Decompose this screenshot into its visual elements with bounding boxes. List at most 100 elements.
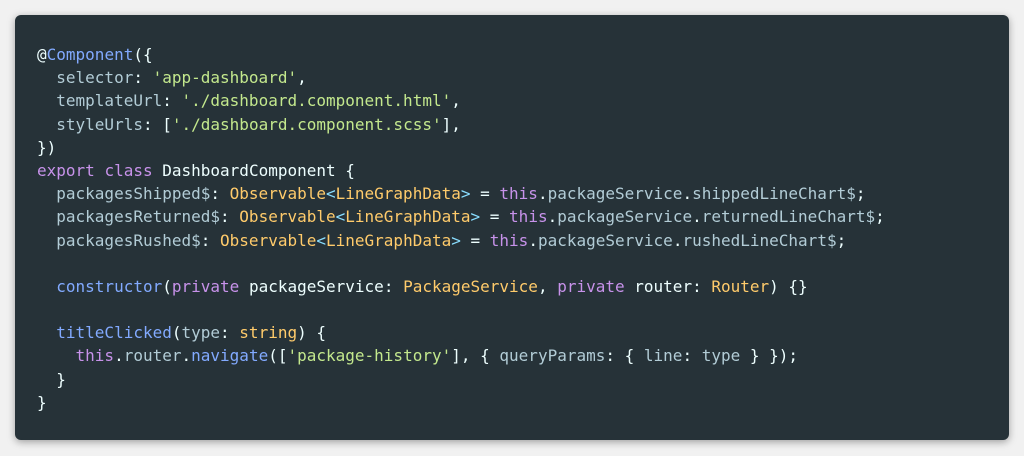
code-token: ,: [297, 68, 307, 88]
code-token: }: [37, 392, 47, 412]
code-token: navigate: [191, 346, 269, 366]
code-token: ) {}: [769, 276, 808, 296]
code-token: class: [104, 160, 153, 180]
code-block[interactable]: @Component({ selector: 'app-dashboard', …: [37, 43, 885, 414]
code-token: string: [239, 323, 298, 343]
code-token: ) {: [297, 323, 326, 343]
code-line: selector: 'app-dashboard',: [37, 66, 885, 89]
code-token: .: [528, 230, 538, 250]
code-token: queryParams: [499, 346, 606, 366]
code-token: :: [220, 207, 240, 227]
code-token: this: [499, 184, 538, 204]
code-token: './dashboard.component.scss': [171, 114, 442, 134]
code-token: 'app-dashboard': [152, 68, 298, 88]
code-token: :: [133, 68, 153, 88]
code-token: =: [460, 230, 490, 250]
code-token: packageService: [547, 184, 683, 204]
code-token: styleUrls: [37, 114, 143, 134]
code-token: titleClicked: [37, 323, 172, 343]
code-token: >: [451, 230, 461, 250]
code-line: templateUrl: './dashboard.component.html…: [37, 89, 885, 112]
code-token: ,: [451, 91, 461, 111]
code-line: export class DashboardComponent {: [37, 159, 885, 182]
code-token: : [: [142, 114, 172, 134]
code-token: selector: [37, 68, 134, 88]
code-token: >: [460, 184, 471, 204]
code-token: packageService: [248, 276, 384, 296]
code-line: }: [37, 391, 885, 414]
code-token: rushedLineChart$: [682, 230, 837, 250]
code-token: Observable: [220, 230, 317, 250]
code-token: router:: [624, 276, 712, 296]
code-token: ,: [537, 276, 558, 296]
code-token: (: [171, 323, 182, 343]
code-token: packageService: [557, 207, 693, 227]
code-token: LineGraphData: [335, 184, 461, 204]
code-token: PackageService: [403, 276, 538, 296]
code-token: :: [210, 184, 230, 204]
code-token: ;: [855, 184, 866, 204]
code-token: =: [480, 207, 510, 227]
code-token: ({: [133, 45, 153, 64]
code-token: Observable: [239, 207, 336, 227]
code-token: this: [509, 207, 548, 227]
code-token: type: [181, 323, 221, 343]
code-token: :: [682, 346, 702, 366]
code-token: :: [383, 276, 404, 296]
code-line: packagesShipped$: Observable<LineGraphDa…: [37, 182, 885, 205]
code-token: }: [37, 369, 66, 389]
code-editor-window: @Component({ selector: 'app-dashboard', …: [15, 15, 1009, 440]
code-token: private: [171, 276, 240, 296]
code-token: this: [489, 230, 529, 250]
code-token: shippedLineChart$: [692, 184, 856, 204]
code-token: LineGraphData: [326, 230, 452, 250]
code-token: .: [114, 346, 124, 366]
code-token: this: [37, 346, 115, 366]
code-line: }: [37, 368, 885, 391]
code-token: }): [37, 137, 57, 157]
code-token: [95, 161, 105, 180]
code-token: : {: [605, 346, 644, 366]
code-token: 'package-history': [287, 346, 452, 366]
code-token: './dashboard.component.html': [181, 91, 452, 111]
code-token: ],: [441, 114, 461, 134]
code-token: Observable: [229, 184, 326, 204]
code-token: router: [123, 346, 182, 366]
code-token: .: [537, 184, 548, 204]
code-token: [239, 277, 249, 296]
code-token: private: [557, 276, 625, 296]
code-token: =: [470, 184, 500, 204]
code-token: constructor: [37, 276, 163, 296]
code-token: ([: [268, 346, 288, 366]
code-token: ], {: [451, 346, 500, 366]
code-token: <: [335, 207, 346, 227]
code-token: .: [692, 207, 702, 227]
code-token: (: [162, 276, 172, 296]
code-line: packagesRushed$: Observable<LineGraphDat…: [37, 229, 885, 252]
code-line: }): [37, 136, 885, 159]
code-token: :: [162, 91, 182, 111]
code-token: <: [325, 184, 336, 204]
code-token: <: [316, 230, 326, 250]
code-line: @Component({: [37, 43, 885, 66]
code-line: constructor(private packageService: Pack…: [37, 275, 885, 298]
code-token: DashboardComponent {: [152, 160, 355, 180]
code-line: packagesReturned$: Observable<LineGraphD…: [37, 205, 884, 228]
code-token: Router: [711, 276, 770, 296]
code-token: :: [200, 230, 221, 250]
code-token: export: [37, 160, 95, 180]
code-token: line: [643, 346, 683, 366]
code-token: returnedLineChart$: [701, 207, 876, 227]
code-token: } });: [740, 346, 799, 366]
code-token: templateUrl: [37, 91, 163, 111]
code-line: [37, 298, 885, 321]
code-token: @: [37, 45, 47, 64]
code-line: styleUrls: ['./dashboard.component.scss'…: [37, 113, 885, 136]
code-token: .: [672, 230, 683, 250]
code-token: .: [547, 207, 558, 227]
code-line: titleClicked(type: string) {: [37, 321, 885, 344]
code-token: packagesShipped$: [37, 184, 211, 204]
code-token: ;: [836, 230, 847, 250]
code-token: :: [220, 323, 240, 343]
code-line: [37, 252, 885, 275]
